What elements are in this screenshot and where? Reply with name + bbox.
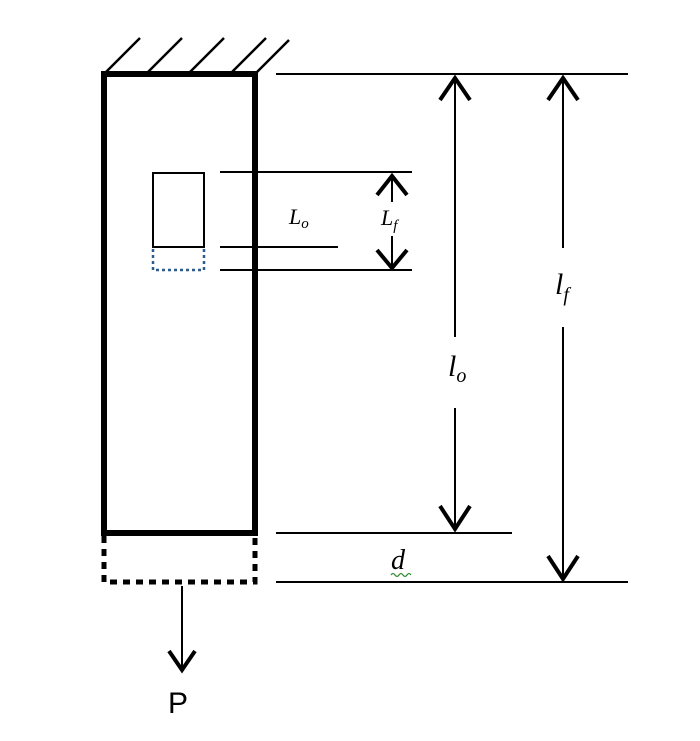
gauge-final-dimension-arrow	[375, 172, 409, 272]
length-original-dimension-arrow	[438, 74, 472, 533]
gauge-original-label: Lo	[288, 204, 309, 232]
load-label: P	[168, 687, 188, 720]
length-original-label: lo	[448, 350, 466, 387]
elongation-squiggle	[390, 572, 412, 578]
elongation-label: d	[391, 545, 406, 576]
specimen-bar	[101, 71, 258, 536]
fixed-support-hatching	[103, 37, 290, 75]
specimen-extension-dotted	[101, 536, 258, 585]
gauge-final-label: Lf	[380, 205, 399, 234]
gauge-element	[152, 172, 205, 248]
length-final-label: lf	[555, 268, 571, 306]
gauge-extension-lines	[220, 171, 412, 271]
length-final-dimension-arrow	[546, 74, 580, 583]
gauge-extension-dotted	[151, 249, 206, 272]
load-arrow	[167, 586, 197, 674]
length-extension-lines	[276, 73, 628, 583]
